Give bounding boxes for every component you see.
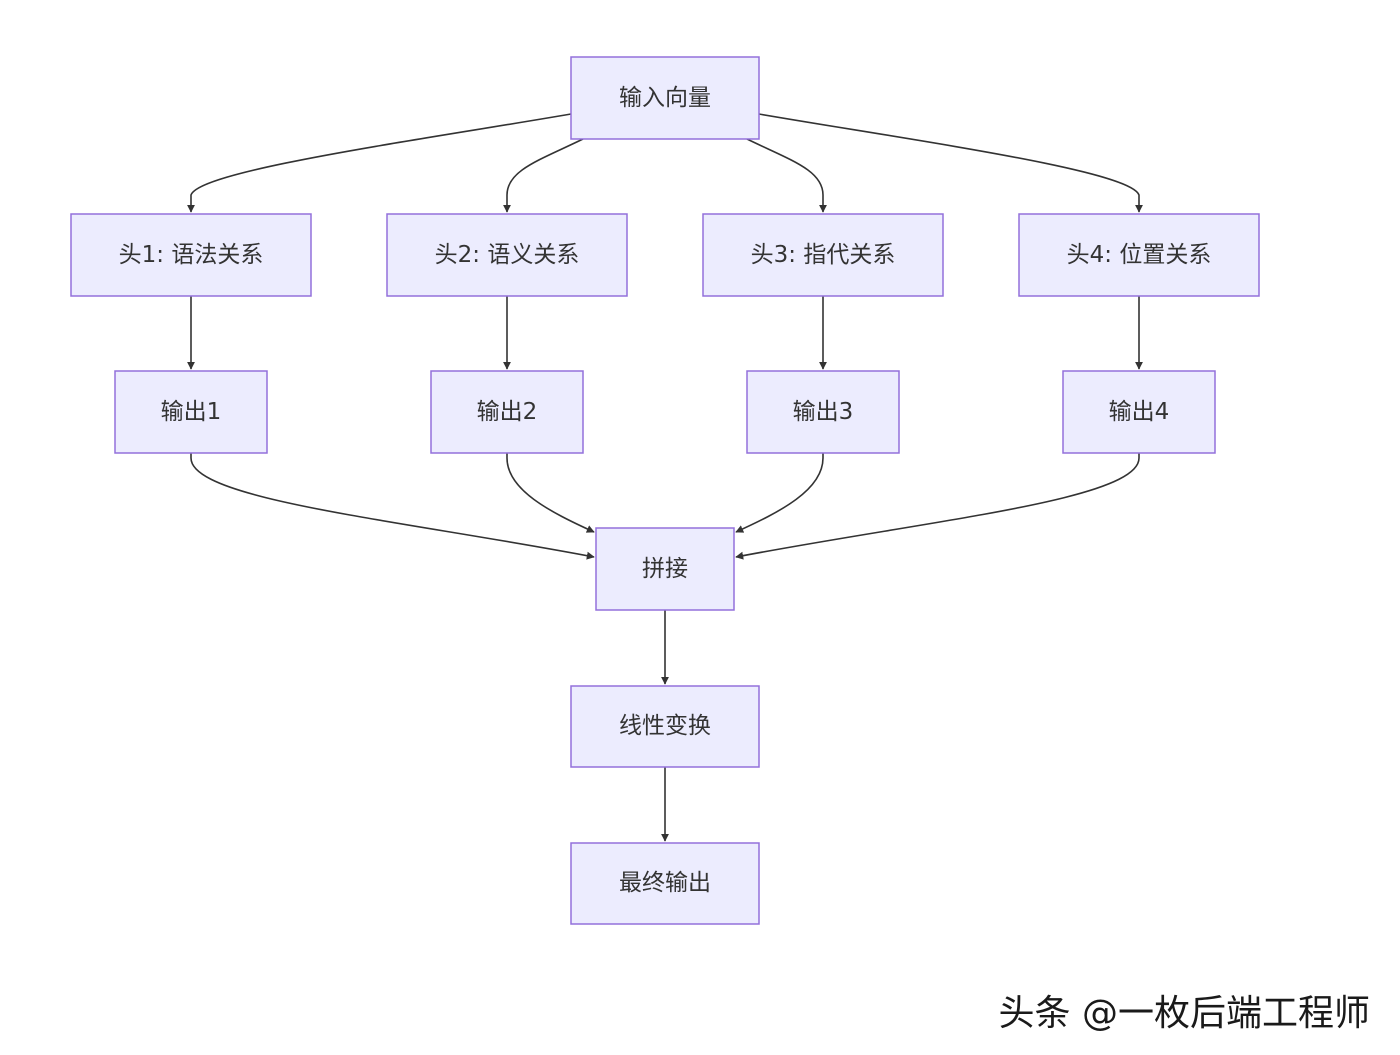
- node-linear-transform-label: 线性变换: [619, 713, 711, 739]
- node-head-1: 头1: 语法关系: [70, 213, 312, 297]
- node-final-output: 最终输出: [570, 842, 760, 925]
- node-input-vector-label: 输入向量: [619, 85, 711, 111]
- node-head-2: 头2: 语义关系: [386, 213, 628, 297]
- node-output-4: 输出4: [1062, 370, 1216, 454]
- node-output-2-label: 输出2: [477, 399, 538, 425]
- edge-input-head2: [503, 138, 584, 213]
- node-output-1: 输出1: [114, 370, 268, 454]
- edge-out1-concat: [190, 453, 595, 560]
- node-head-1-label: 头1: 语法关系: [119, 242, 264, 268]
- node-concat: 拼接: [595, 527, 735, 611]
- node-head-4: 头4: 位置关系: [1018, 213, 1260, 297]
- edge-out4-concat: [735, 453, 1140, 560]
- node-head-4-label: 头4: 位置关系: [1067, 242, 1212, 268]
- edge-input-head3: [746, 138, 827, 213]
- edge-out3-concat: [735, 453, 824, 533]
- edge-input-head1: [187, 113, 572, 213]
- node-input-vector: 输入向量: [570, 56, 760, 140]
- node-output-1-label: 输出1: [161, 399, 222, 425]
- node-head-3: 头3: 指代关系: [702, 213, 944, 297]
- node-head-3-label: 头3: 指代关系: [751, 242, 896, 268]
- node-output-3-label: 输出3: [793, 399, 854, 425]
- node-output-4-label: 输出4: [1109, 399, 1170, 425]
- node-head-2-label: 头2: 语义关系: [435, 242, 580, 268]
- node-linear-transform: 线性变换: [570, 685, 760, 768]
- node-final-output-label: 最终输出: [619, 870, 711, 896]
- watermark: 头条 @一枚后端工程师: [998, 993, 1370, 1034]
- node-output-2: 输出2: [430, 370, 584, 454]
- edge-input-head4: [758, 113, 1143, 213]
- edge-out2-concat: [506, 453, 595, 533]
- node-concat-label: 拼接: [642, 556, 688, 582]
- node-output-3: 输出3: [746, 370, 900, 454]
